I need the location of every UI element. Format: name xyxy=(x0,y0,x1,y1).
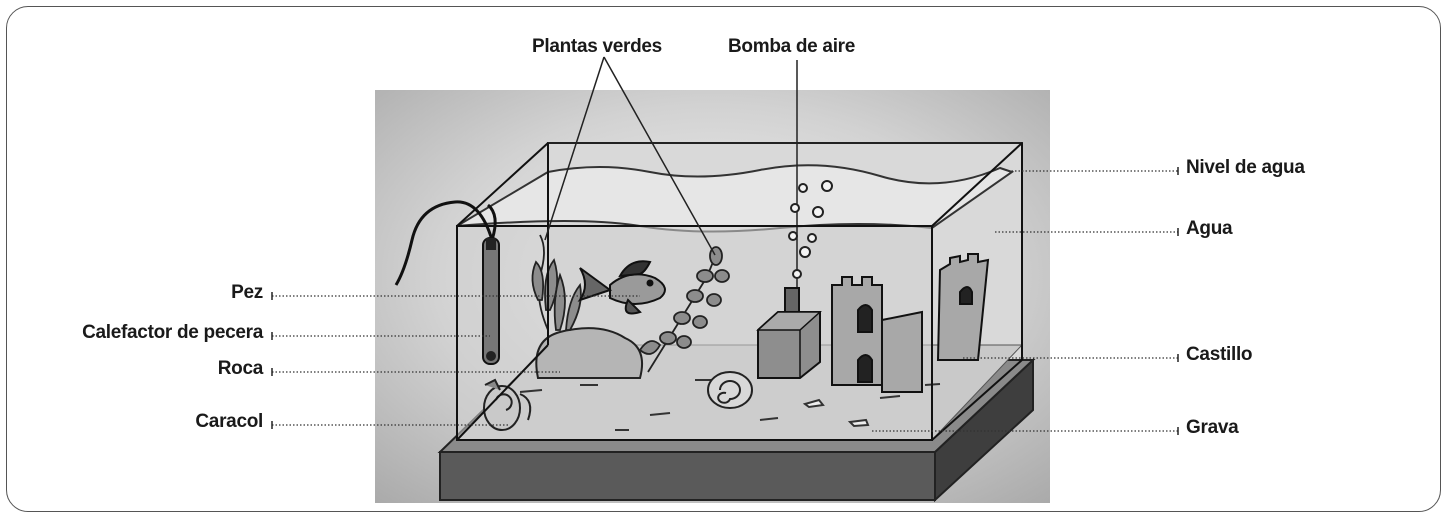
label-bomba-de-aire: Bomba de aire xyxy=(728,36,856,57)
plant-pointers xyxy=(544,56,716,256)
air-pump xyxy=(756,60,822,379)
bubbles xyxy=(788,180,833,279)
castle xyxy=(831,253,990,393)
label-pez: Pez xyxy=(231,282,263,303)
snail xyxy=(483,378,532,431)
fish xyxy=(577,260,666,315)
label-agua: Agua xyxy=(1186,218,1233,239)
label-roca: Roca xyxy=(217,358,264,379)
leader-lines xyxy=(272,170,1178,432)
tank xyxy=(394,60,1024,441)
label-nivel-de-agua: Nivel de agua xyxy=(1186,157,1305,178)
label-caracol: Caracol xyxy=(195,411,263,432)
rock xyxy=(535,327,644,379)
label-grava: Grava xyxy=(1186,417,1239,438)
label-castillo: Castillo xyxy=(1186,344,1253,365)
leader-ticks xyxy=(271,167,1179,435)
label-calefactor: Calefactor de pecera xyxy=(82,322,263,343)
snail-shell xyxy=(707,371,753,409)
label-plantas-verdes: Plantas verdes xyxy=(532,36,662,57)
